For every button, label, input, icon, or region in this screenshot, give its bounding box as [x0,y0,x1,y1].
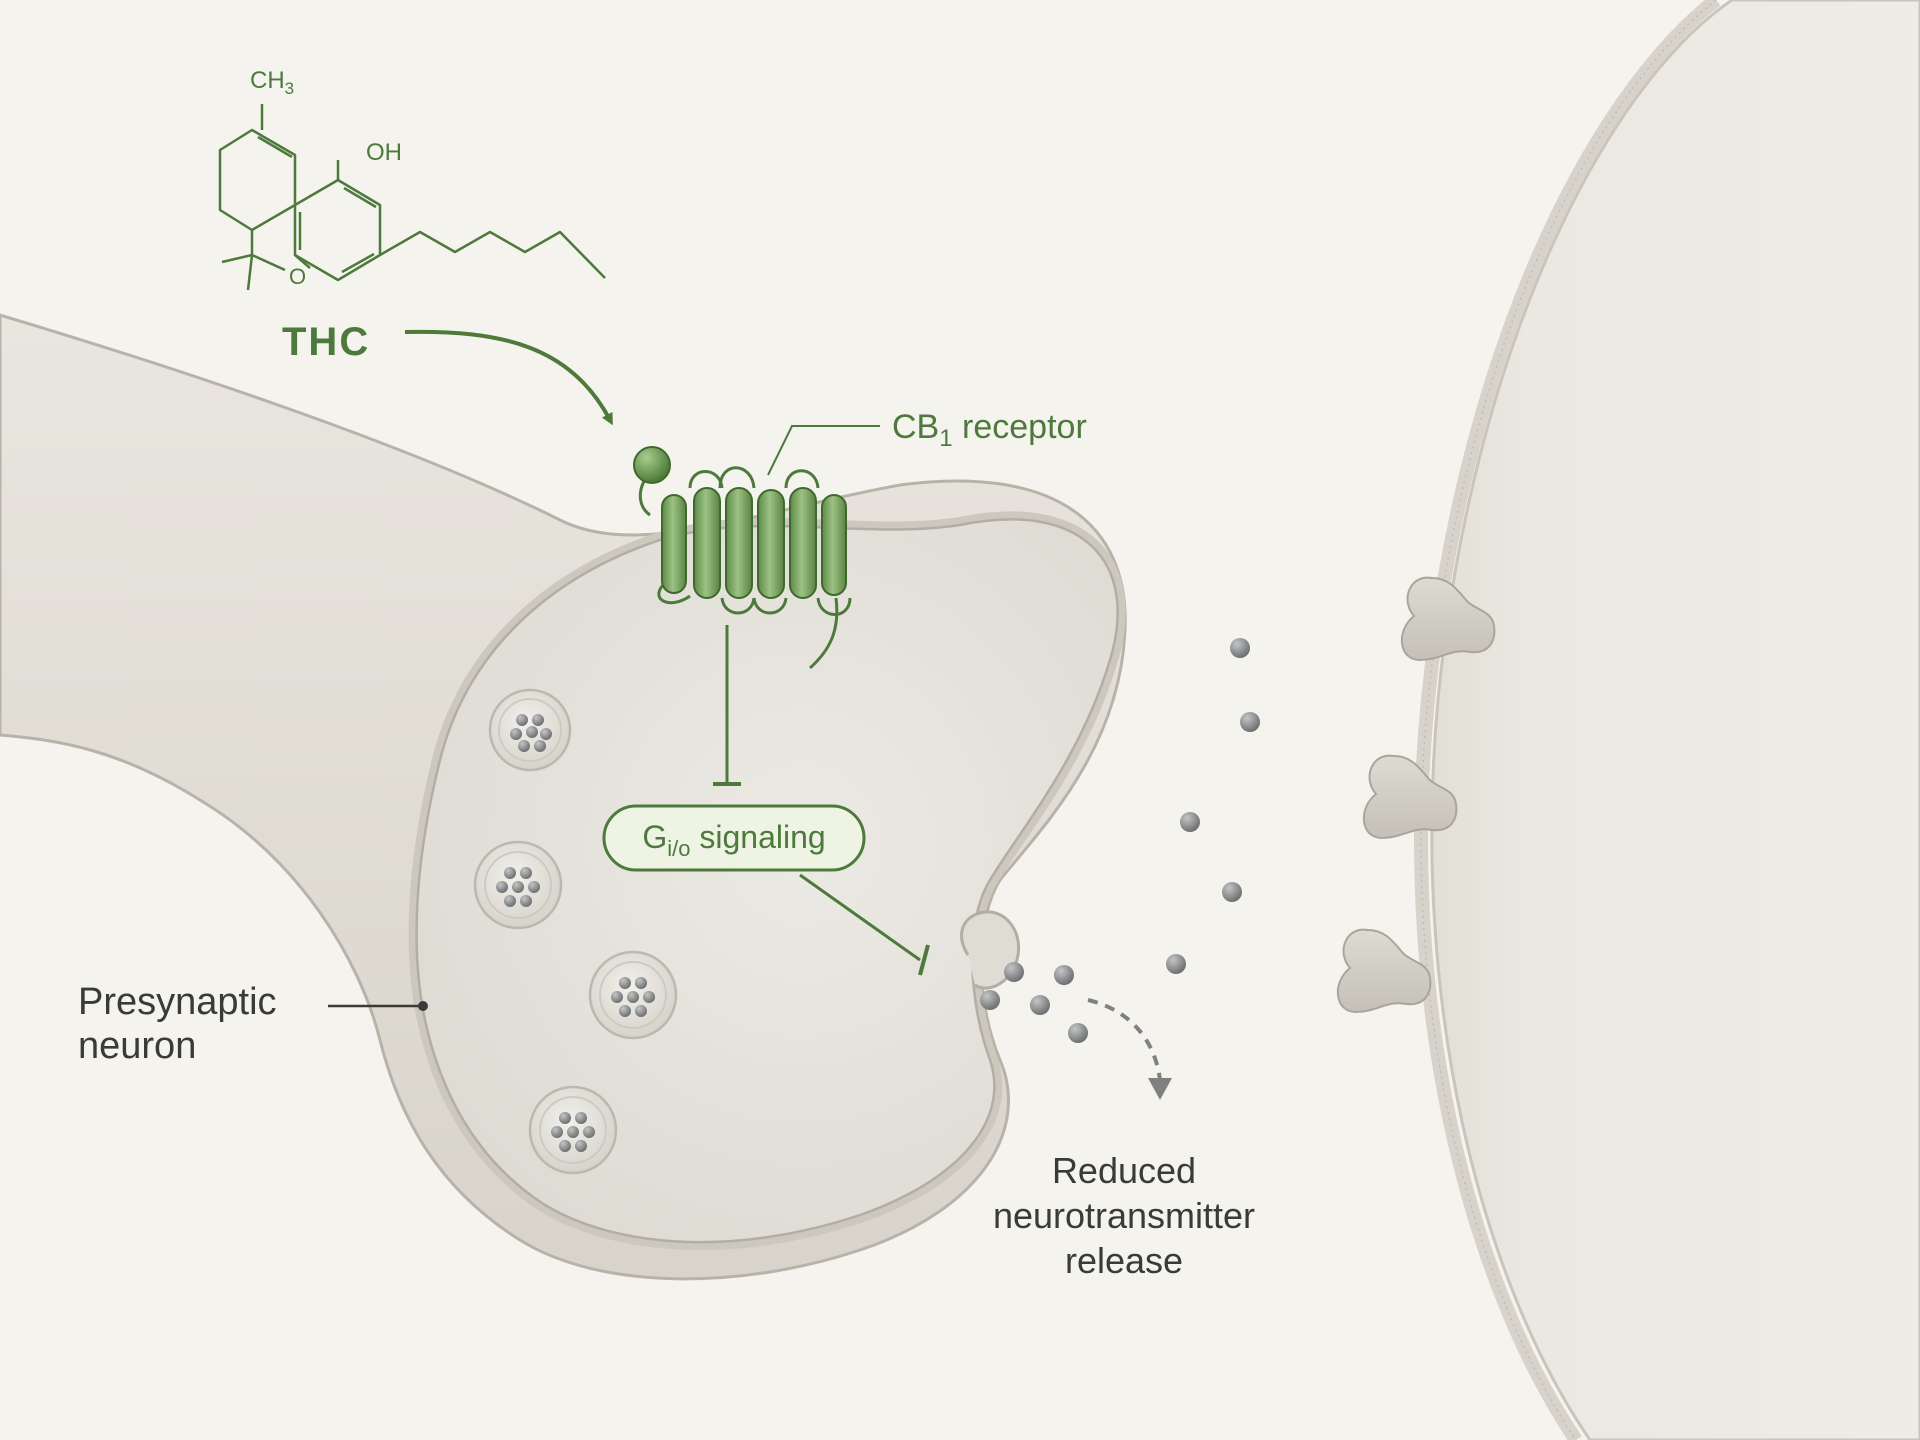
release-label-line3: release [1065,1240,1183,1281]
neurotransmitter [1030,995,1050,1015]
presynaptic-label-line1: Presynaptic [78,981,277,1023]
hydroxyl-group: OH [366,139,402,166]
neurotransmitter [1230,638,1250,658]
receptor-bump [1362,754,1458,840]
receptor-leader-line [767,425,880,476]
inhibition-receptor-to-signaling [713,625,741,786]
postsynaptic-receptors [1336,576,1496,1014]
neurotransmitter [1240,712,1260,732]
receptor-helix [661,494,687,594]
neurotransmitter [1222,882,1242,902]
thc-arrow [404,329,613,426]
postsynaptic-neuron [1414,0,1920,1440]
vesicle [488,688,572,772]
receptor-bump [1400,576,1496,662]
signaling-label: Gi/o signaling [642,819,825,861]
ring-oxygen: O [289,264,306,289]
receptor-bump [1336,928,1432,1014]
neurotransmitter-particles [980,638,1260,1043]
cb1-receptor [633,446,852,670]
synaptic-vesicles [473,688,678,1175]
signaling-pill: Gi/o signaling [602,804,866,872]
neurotransmitter [1054,965,1074,985]
receptor-helix [693,487,721,599]
neurotransmitter [1068,1023,1088,1043]
neurotransmitter [1180,812,1200,832]
methyl-group: CH3 [250,67,294,98]
neurotransmitter [1004,962,1024,982]
presynaptic-leader-dot [418,1001,428,1011]
receptor-helix [789,487,817,599]
vesicle [528,1085,618,1175]
neurotransmitter [1166,954,1186,974]
receptor-helix [821,494,847,596]
release-label-line2: neurotransmitter [993,1195,1255,1236]
presynaptic-label-line2: neuron [78,1025,196,1067]
receptor-label: CB1 receptor [892,408,1087,452]
release-label-line1: Reduced [1052,1150,1196,1191]
thc-label: THC [282,320,370,364]
release-arrow [1087,998,1172,1100]
inhibition-signaling-to-release [799,873,930,976]
neurotransmitter [980,990,1000,1010]
vesicle [473,840,563,930]
thc-molecule [218,104,606,291]
thc-ligand [633,446,671,484]
receptor-helix [725,487,753,599]
receptor-helix [757,489,785,599]
vesicle [588,950,678,1040]
